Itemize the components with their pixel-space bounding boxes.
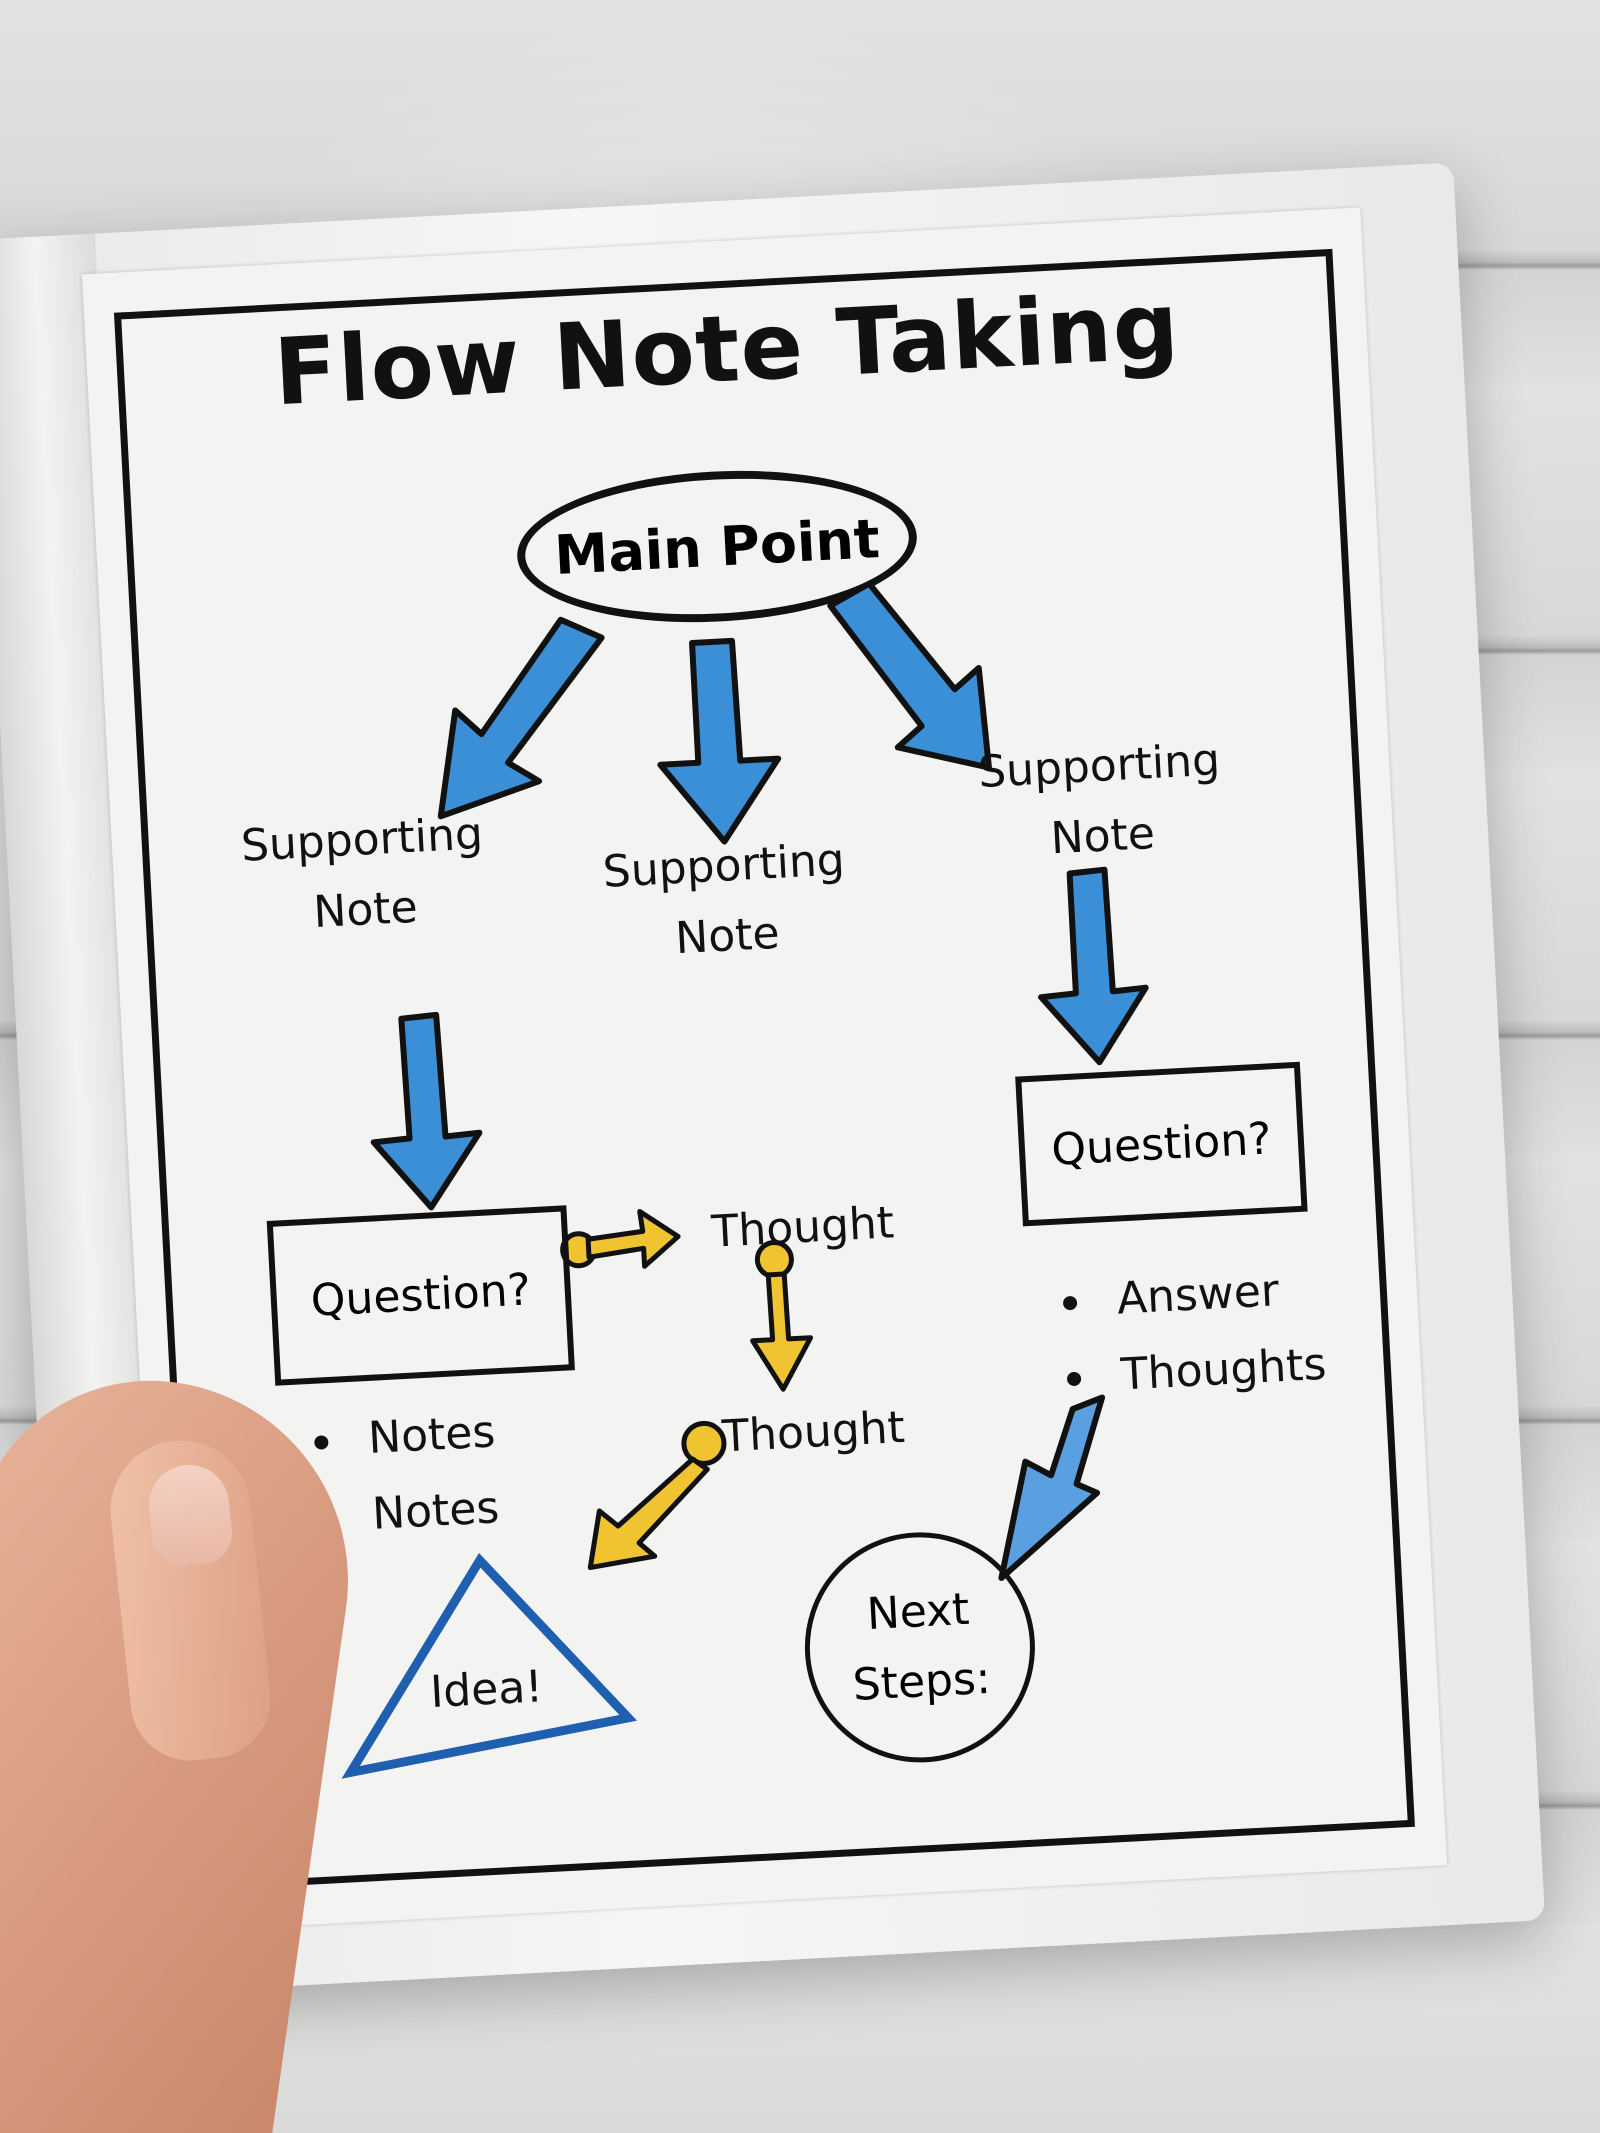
thought-top: Thought: [691, 1187, 914, 1269]
bullet-item: Notes: [306, 1394, 497, 1480]
right-bullet-list: Answer Thoughts: [1055, 1251, 1328, 1417]
thought-bottom: Thought: [702, 1392, 925, 1474]
bullet-item: Thoughts: [1059, 1327, 1328, 1417]
main-point-label: Main Point: [552, 506, 882, 587]
supporting-note-center: Supporting Note: [582, 824, 869, 979]
idea-label: Idea!: [405, 1651, 568, 1730]
supporting-note-text: Note: [1049, 808, 1157, 865]
next-steps-text: Steps:: [851, 1652, 992, 1711]
next-steps-text: Next: [865, 1583, 971, 1640]
supporting-note-text: Note: [674, 908, 781, 965]
question-label: Question?: [309, 1264, 533, 1327]
idea-text: Idea!: [428, 1661, 545, 1719]
thought-text: Thought: [710, 1197, 896, 1258]
question-box-left: Question?: [266, 1205, 575, 1386]
supporting-note-text: Supporting: [239, 808, 485, 872]
bullet-item: Answer: [1055, 1251, 1324, 1341]
thought-text: Thought: [720, 1401, 907, 1463]
supporting-note-text: Note: [312, 882, 419, 939]
question-box-right: Question?: [1015, 1061, 1308, 1227]
question-label: Question?: [1050, 1112, 1273, 1176]
supporting-note-left: Supporting Note: [230, 799, 497, 953]
supporting-note-right: Supporting Note: [957, 725, 1244, 880]
